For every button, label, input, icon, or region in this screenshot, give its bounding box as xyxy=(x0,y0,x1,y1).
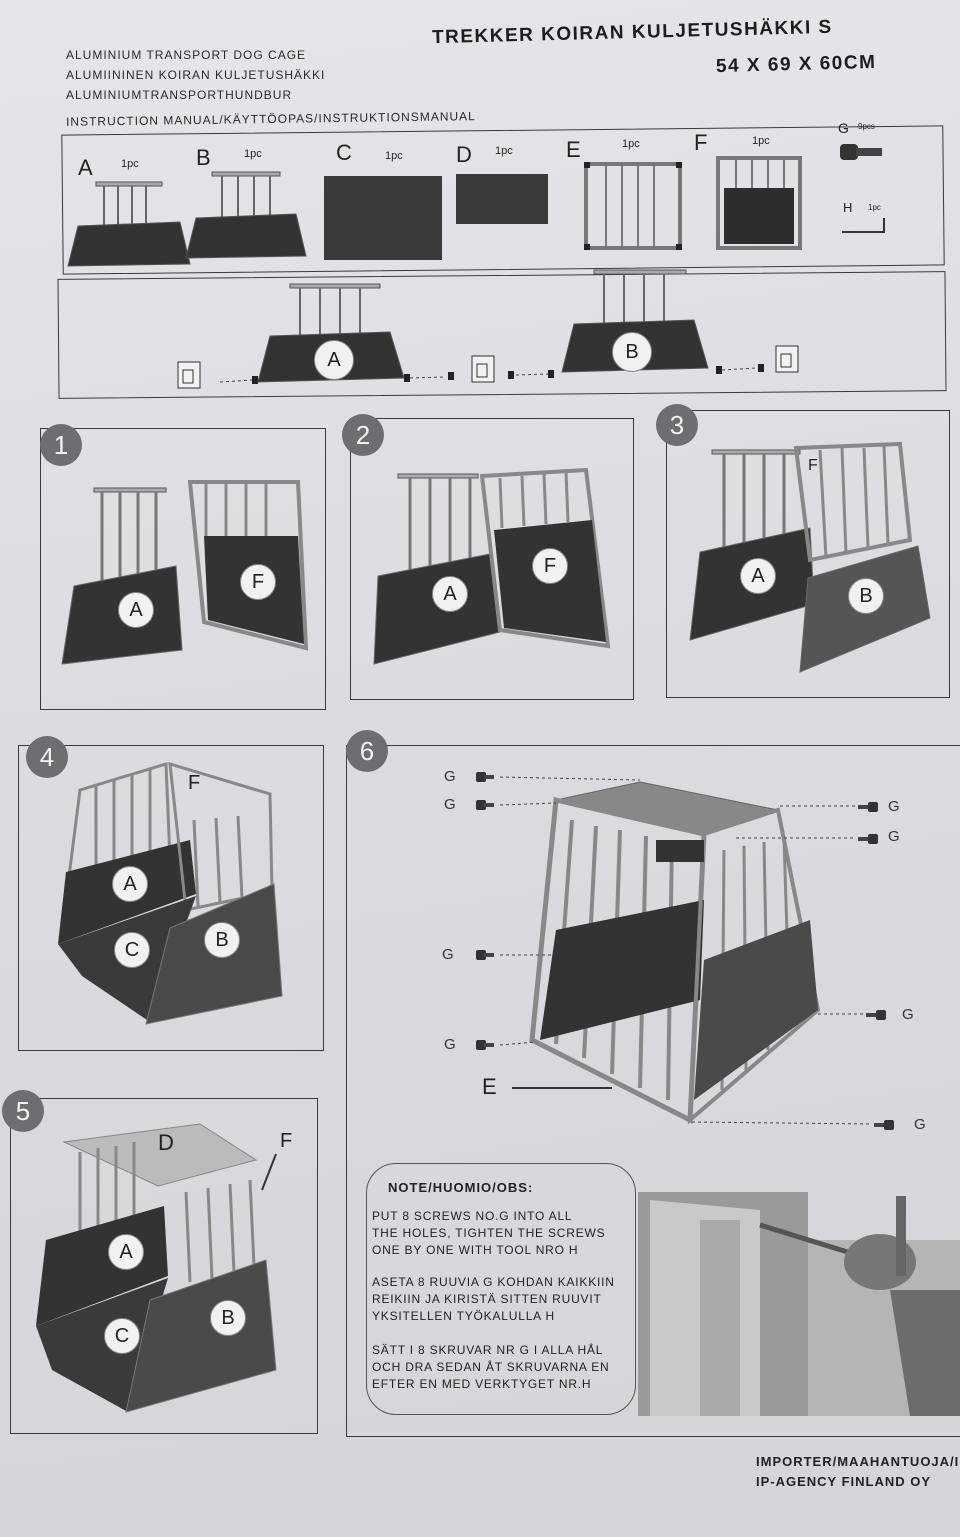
part-label-e: E xyxy=(566,137,581,162)
parts-drawings xyxy=(67,144,885,267)
part-f-drawing xyxy=(716,156,802,250)
trash-bin-icon xyxy=(775,345,799,373)
step-3-box xyxy=(666,410,950,698)
part-qty-d: 1pc xyxy=(495,145,513,157)
step-6-drawing xyxy=(476,772,894,1130)
screw-label-g: G xyxy=(442,946,454,963)
step1-label-f: F xyxy=(240,564,276,600)
part-label-h: H xyxy=(843,200,853,215)
step-2-drawing xyxy=(373,467,611,665)
screw-label-g: G xyxy=(914,1116,926,1133)
screw-label-g: G xyxy=(888,828,900,845)
step2-label-f: F xyxy=(532,548,568,584)
part-qty-h: 1pc xyxy=(868,203,881,212)
step4-label-b: B xyxy=(204,922,240,958)
step3-label-f: F xyxy=(808,457,818,474)
step-number-4: 4 xyxy=(26,736,68,778)
step-6-box xyxy=(346,745,960,1437)
step-2-box xyxy=(350,418,634,700)
part-label-g: G xyxy=(838,120,849,136)
step5-label-c: C xyxy=(104,1318,140,1354)
part-qty-a: 1pc xyxy=(121,158,139,170)
step5-label-b: B xyxy=(210,1300,246,1336)
screw-icon xyxy=(476,950,494,960)
prep-label-b: B xyxy=(612,332,652,372)
step3-label-a: A xyxy=(740,558,776,594)
screw-g-drawing xyxy=(840,144,882,160)
note-box xyxy=(366,1163,636,1415)
step-number-1: 1 xyxy=(40,424,82,466)
screw-label-g: G xyxy=(902,1006,914,1023)
step4-label-a: A xyxy=(112,866,148,902)
part-d-drawing xyxy=(456,174,548,224)
header-line-en: ALUMINIUM TRANSPORT DOG CAGE xyxy=(66,48,307,62)
step6-label-e: E xyxy=(482,1074,497,1099)
step4-label-c: C xyxy=(114,932,150,968)
step5-label-a: A xyxy=(108,1234,144,1270)
screw-icon xyxy=(476,1040,494,1050)
step-1-box xyxy=(40,428,326,710)
screw-icon xyxy=(476,800,494,810)
screw-icon xyxy=(858,834,878,844)
part-b-drawing xyxy=(185,171,307,259)
part-label-c: C xyxy=(336,140,352,165)
step-number-2: 2 xyxy=(342,414,384,456)
part-qty-f: 1pc xyxy=(752,135,770,147)
part-label-a: A xyxy=(78,155,93,180)
part-a-drawing xyxy=(67,181,191,267)
part-label-d: D xyxy=(456,142,472,167)
step-4-drawing xyxy=(58,761,283,1025)
step-number-6: 6 xyxy=(346,730,388,772)
part-label-b: B xyxy=(196,145,211,170)
screw-icon xyxy=(874,1120,894,1130)
step3-label-b: B xyxy=(848,578,884,614)
part-qty-g: 9pcs xyxy=(858,122,875,131)
header-line-sv: ALUMINIUMTRANSPORTHUNDBUR xyxy=(66,88,293,102)
screw-icon xyxy=(858,802,878,812)
part-qty-b: 1pc xyxy=(244,148,262,160)
step2-label-a: A xyxy=(432,576,468,612)
step-4-box xyxy=(18,745,324,1051)
note-english: PUT 8 SCREWS NO.G INTO ALL THE HOLES, TI… xyxy=(372,1209,606,1257)
step5-label-f: F xyxy=(280,1130,293,1152)
note-title: NOTE/HUOMIO/OBS: xyxy=(388,1180,534,1195)
importer-name: IP-AGENCY FINLAND OY xyxy=(756,1474,932,1489)
tool-usage-photo xyxy=(638,1192,960,1416)
note-swedish: SÄTT I 8 SKRUVAR NR G I ALLA HÅL OCH DRA… xyxy=(372,1343,610,1391)
part-qty-c: 1pc xyxy=(385,150,403,162)
prep-label-a: A xyxy=(314,340,354,380)
part-label-f: F xyxy=(694,130,708,155)
step-5-drawing xyxy=(36,1123,277,1413)
header-line-fi: ALUMIININEN KOIRAN KULJETUSHÄKKI xyxy=(66,68,326,82)
tool-h-drawing xyxy=(842,218,885,233)
step-number-5: 5 xyxy=(2,1090,44,1132)
screw-label-g: G xyxy=(444,796,456,813)
importer-label: IMPORTER/MAAHANTUOJA/I xyxy=(756,1454,960,1469)
step-number-3: 3 xyxy=(656,404,698,446)
screw-label-g: G xyxy=(444,768,456,785)
screw-label-g: G xyxy=(888,798,900,815)
trash-bin-icon xyxy=(177,361,201,389)
step4-label-f: F xyxy=(188,772,201,794)
step-3-drawing xyxy=(689,441,931,673)
trash-bin-icon xyxy=(471,355,495,383)
screw-icon xyxy=(476,772,494,782)
step1-label-a: A xyxy=(118,592,154,628)
part-e-drawing xyxy=(584,162,682,250)
step5-label-d: D xyxy=(158,1130,174,1155)
step-5-box xyxy=(10,1098,318,1434)
screw-icon xyxy=(866,1010,886,1020)
part-qty-e: 1pc xyxy=(622,138,640,150)
note-finnish: ASETA 8 RUUVIA G KOHDAN KAIKKIIN REIKIIN… xyxy=(372,1275,615,1323)
part-c-drawing xyxy=(324,176,442,260)
screw-label-g: G xyxy=(444,1036,456,1053)
